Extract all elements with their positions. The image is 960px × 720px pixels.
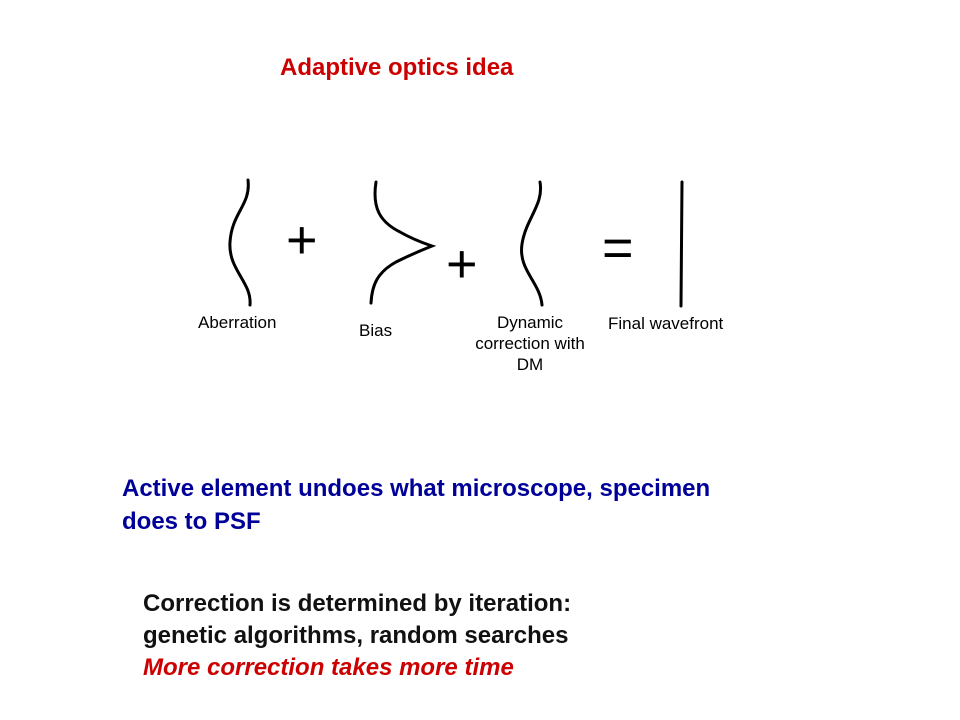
plus-sign-1: +	[286, 210, 318, 270]
active-element-text: Active element undoes what microscope, s…	[122, 472, 922, 538]
bias-wavefront	[369, 180, 437, 305]
correction-text: Correction is determined by iteration: g…	[143, 588, 923, 684]
label-bias: Bias	[359, 321, 392, 340]
label-aberration: Aberration	[198, 313, 276, 332]
label-dynamic-line2: correction with	[475, 334, 585, 353]
active-line-1: Active element undoes what microscope, s…	[122, 475, 711, 502]
dynamic-correction-wavefront	[520, 180, 544, 307]
label-final-wavefront: Final wavefront	[608, 314, 724, 333]
aberration-wavefront	[228, 178, 252, 307]
plus-sign-2: +	[446, 234, 478, 294]
active-line-2: does to PSF	[122, 508, 261, 535]
page-title: Adaptive optics idea	[280, 54, 514, 81]
correction-line-1: Correction is determined by iteration:	[143, 590, 572, 617]
label-dynamic-line3: DM	[517, 355, 543, 374]
final-wavefront-line	[679, 180, 684, 308]
correction-line-3: More correction takes more time	[143, 654, 514, 681]
equals-sign: =	[602, 218, 634, 278]
correction-line-2: genetic algorithms, random searches	[143, 622, 569, 649]
label-dynamic-line1: Dynamic	[497, 313, 564, 332]
